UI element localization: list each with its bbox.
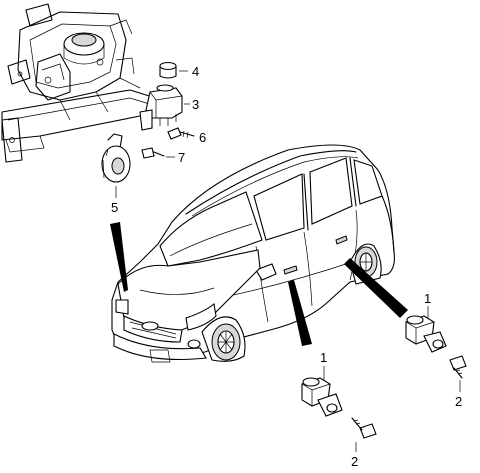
callout-6: 6 bbox=[199, 130, 206, 145]
part-3-hood-switch bbox=[139, 84, 190, 131]
front-end-structure bbox=[1, 3, 163, 163]
callout-1-rear: 1 bbox=[424, 291, 431, 306]
part-5-horn bbox=[101, 133, 131, 198]
part-1-door-switch-front bbox=[301, 366, 343, 417]
callout-2-front: 2 bbox=[351, 454, 358, 469]
callout-5: 5 bbox=[111, 200, 118, 215]
part-6-screw bbox=[167, 127, 195, 140]
part-2-screw-front bbox=[351, 417, 377, 452]
part-7-bolt bbox=[141, 147, 175, 159]
part-1-door-switch-rear bbox=[405, 306, 447, 353]
callout-7: 7 bbox=[178, 150, 185, 165]
callout-2-rear: 2 bbox=[455, 394, 462, 409]
pointer-arrows bbox=[110, 222, 408, 346]
vehicle-body bbox=[111, 144, 395, 363]
part-4-cap bbox=[159, 61, 188, 79]
callout-1-front: 1 bbox=[320, 350, 327, 365]
callout-3: 3 bbox=[192, 97, 199, 112]
callout-4: 4 bbox=[192, 64, 199, 79]
part-2-screw-rear bbox=[449, 355, 467, 392]
